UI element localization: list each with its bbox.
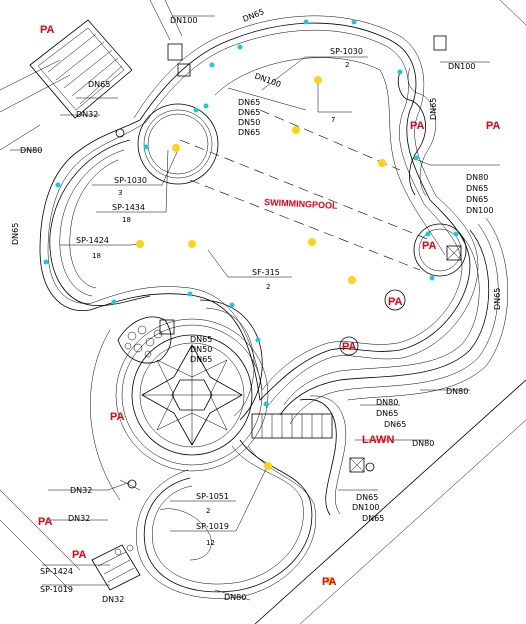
pool-label: SWIMMINGPOOL — [264, 197, 338, 211]
rock-area — [117, 316, 175, 364]
right-channel — [279, 217, 508, 425]
pool-water-edge — [179, 57, 446, 271]
pipe-label: DN65 — [493, 288, 502, 310]
small-fixtures — [115, 43, 375, 489]
fitting-label: SP-1030 — [114, 176, 147, 185]
fitting-label: SF-315 — [252, 268, 280, 277]
pipe-label: DN32 — [76, 110, 98, 119]
lawn-label: LAWN — [362, 434, 394, 446]
pipe-label: DN80 — [446, 387, 468, 396]
pipe-label: DN65 — [362, 514, 384, 523]
fitting-labels: SP-1030 2 7 SP-1030 3 SP-1434 18 SP-1424… — [40, 47, 363, 594]
pipe-label: DN80 — [224, 593, 246, 602]
area-label-pa: PA — [40, 24, 55, 36]
fitting-label: SP-1051 — [196, 492, 229, 501]
area-label-pa: PA — [342, 341, 357, 353]
pipe-label: DN32 — [102, 595, 124, 604]
pipe-label: DN32 — [68, 514, 90, 523]
pipe-label: DN65 — [11, 223, 20, 245]
fitting-qty: 7 — [331, 116, 335, 124]
fitting-label: SP-1424 — [76, 236, 109, 245]
left-lawn-arcs — [90, 329, 141, 501]
area-label-pa: PA — [110, 411, 125, 423]
pipe-label: DN32 — [70, 486, 92, 495]
pipe-label: DN50 — [190, 345, 212, 354]
bottom-left-steps — [91, 544, 141, 591]
lawn-channel — [299, 395, 365, 516]
pipe-labels: DN100 DN65 DN65 DN100 DN65 DN65 DN50 DN6… — [11, 7, 502, 604]
area-labels: PA PA PA PA PA PA PA PA PA PA SWIMMINGPO… — [38, 24, 501, 588]
pavilion-top-left — [29, 19, 133, 119]
fitting-qty: 12 — [206, 539, 215, 547]
pipe-label: DN50 — [238, 118, 260, 127]
pool-outline — [39, 15, 479, 409]
area-label-pa: PA — [388, 296, 403, 308]
pipe-label: DN65 — [88, 80, 110, 89]
fitting-label: SP-1019 — [40, 585, 73, 594]
fitting-qty: 2 — [206, 507, 210, 515]
pipe-label: DN65 — [238, 128, 260, 137]
pipe-label: DN65 — [356, 493, 378, 502]
pipe-label: DN65 — [429, 98, 438, 120]
area-label-pa: PA — [38, 516, 53, 528]
pipe-label: DN65 — [238, 98, 260, 107]
nozzle-markers — [43, 19, 459, 407]
pipe-label: DN65 — [190, 355, 212, 364]
pipe-label: DN65 — [384, 420, 406, 429]
area-label-pa: PA — [322, 576, 337, 588]
pipe-label: DN100 — [170, 16, 197, 25]
footbridge — [251, 413, 333, 439]
pipe-label: DN65 — [190, 335, 212, 344]
pipe-label: DN80 — [20, 146, 42, 155]
area-label-pa: PA — [410, 120, 425, 132]
fitting-label: SP-1434 — [112, 203, 145, 212]
left-channel — [49, 139, 151, 307]
pipe-label: DN100 — [466, 206, 493, 215]
pipe-label: DN65 — [241, 7, 265, 24]
fitting-qty: 2 — [345, 61, 349, 69]
pipe-label: DN65 — [238, 108, 260, 117]
pipe-label: DN100 — [253, 71, 282, 89]
gazebo-compass — [115, 318, 269, 472]
gazebo-channel — [199, 299, 263, 421]
bottom-channel — [136, 439, 316, 599]
pipe-label: DN65 — [376, 409, 398, 418]
pipe-label: DN100 — [448, 62, 475, 71]
pipe-label: DN80 — [412, 439, 434, 448]
top-right-channel — [397, 35, 447, 197]
fitting-label: SP-1019 — [196, 522, 229, 531]
fitting-qty: 2 — [266, 283, 270, 291]
light-markers — [136, 76, 386, 585]
pipe-label: DN80 — [466, 173, 488, 182]
fitting-label: SP-1424 — [40, 567, 73, 576]
spa-right — [413, 223, 467, 277]
pipe-label: DN65 — [466, 195, 488, 204]
area-label-pa: PA — [422, 240, 437, 252]
pipe-label: DN80 — [376, 398, 398, 407]
area-label-pa: PA — [486, 120, 501, 132]
fitting-qty: 18 — [92, 252, 101, 260]
pipe-label: DN100 — [352, 503, 379, 512]
leader-lines — [10, 15, 500, 601]
fitting-qty: 18 — [122, 216, 131, 224]
pipe-label: DN65 — [466, 184, 488, 193]
fitting-label: SP-1030 — [330, 47, 363, 56]
area-label-pa: PA — [72, 549, 87, 561]
fitting-qty: 3 — [118, 189, 122, 197]
round-feature-top-left — [137, 103, 219, 185]
